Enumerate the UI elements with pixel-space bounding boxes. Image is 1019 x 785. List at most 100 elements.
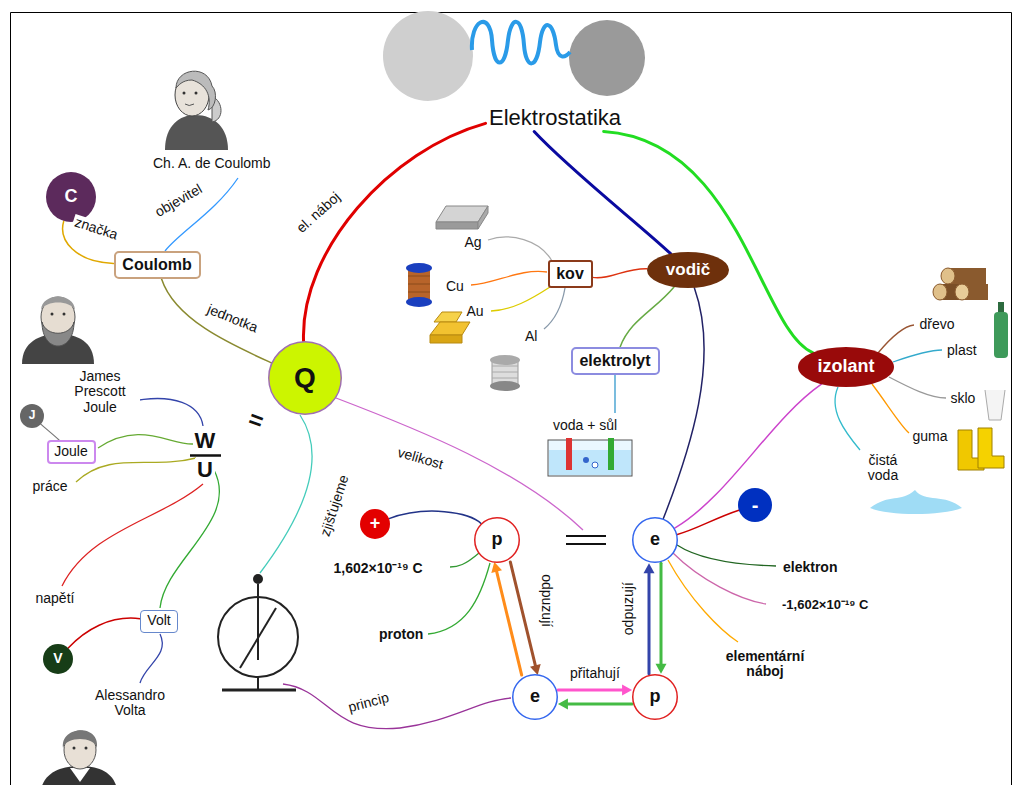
copper-coil — [406, 297, 432, 307]
node-text: Elektrostatika — [489, 106, 621, 130]
conductor-ellipse: vodič — [647, 252, 729, 288]
edge-label: odpuzují — [620, 580, 635, 637]
joule-portrait — [51, 313, 54, 316]
aluminium-spool — [490, 355, 520, 365]
connector-line — [660, 563, 663, 665]
wood-logs — [933, 268, 988, 300]
material-name: plast — [945, 343, 979, 358]
node-text: vodič — [666, 261, 710, 280]
copper-coil — [408, 268, 430, 302]
connector — [534, 132, 670, 254]
connector — [677, 510, 739, 534]
leader-lines — [428, 563, 490, 634]
electron-circle: e — [632, 517, 678, 563]
person-name: Alessandro Volta — [83, 688, 177, 719]
electrolyte-beaker — [548, 440, 632, 476]
electroscope — [222, 689, 296, 692]
connector-line — [303, 123, 485, 341]
charge-value: 1,602×10⁻¹⁹ C — [332, 561, 425, 576]
leader-lines — [677, 545, 776, 566]
charge-value: -1,602×10⁻¹⁹ C — [780, 598, 870, 612]
material-name: dřevo — [918, 317, 957, 332]
connector-line — [620, 287, 674, 347]
electrolyte-beaker — [549, 450, 631, 475]
volta-portrait — [40, 730, 118, 785]
connector-line — [663, 288, 704, 519]
node-outline — [46, 172, 96, 222]
connector-line — [593, 269, 648, 278]
charge-circle: Q — [268, 341, 342, 415]
electrolyte-beaker — [548, 438, 632, 476]
proton-circle: p — [474, 517, 520, 563]
node-text: p — [492, 530, 503, 550]
arrow-head — [558, 699, 568, 710]
node-text: J — [29, 409, 36, 422]
element-symbol: Cu — [444, 279, 466, 294]
node-outline — [647, 252, 729, 288]
fraction-bar — [190, 455, 221, 456]
leader-lines — [62, 178, 946, 729]
rubber-boots — [958, 428, 1004, 470]
electroscope — [257, 677, 259, 690]
node-text: + — [370, 514, 381, 534]
connector — [41, 424, 59, 440]
gold-bars — [434, 312, 462, 322]
charged-spheres — [383, 11, 473, 101]
leader-lines — [668, 560, 738, 642]
unit-box: Joule — [47, 440, 96, 464]
particle-name: elektron — [781, 560, 839, 575]
charged-spheres — [472, 22, 570, 64]
rubber-boots — [978, 428, 1004, 468]
connector-line — [41, 424, 59, 440]
edge-label: el. náboj — [292, 187, 345, 237]
leader-lines — [491, 287, 550, 311]
link-label: objevitel — [150, 180, 206, 221]
equality-symbol — [566, 536, 606, 544]
edge-label: značka — [71, 213, 122, 243]
title-node: Elektrostatika — [486, 105, 625, 132]
plastic-bottle — [998, 302, 1004, 312]
plastic-bottle — [994, 312, 1008, 358]
aluminium-spool — [492, 366, 518, 378]
connector — [558, 685, 632, 696]
arrow-head — [491, 562, 502, 573]
connector-line — [162, 279, 272, 363]
formula-symbol: W — [193, 429, 218, 453]
node-outline — [633, 518, 678, 563]
water-splash — [870, 490, 962, 514]
plastic-bottle — [994, 302, 1008, 358]
node-text: p — [650, 687, 661, 707]
node-outline — [475, 518, 520, 563]
node-text: izolant — [818, 357, 875, 377]
water-splash — [870, 490, 962, 514]
connector — [491, 562, 521, 675]
unit-box: Coulomb — [114, 251, 201, 279]
node-outline — [360, 509, 390, 539]
silver-bar — [436, 222, 478, 229]
coulomb-portrait — [165, 115, 228, 150]
gold-bars — [430, 322, 470, 335]
electron-circle: e — [512, 674, 558, 720]
electrolyte-beaker — [608, 438, 614, 470]
connector-line — [534, 132, 670, 254]
electroscope — [257, 600, 259, 660]
charged-spheres — [569, 20, 645, 96]
coulomb-portrait — [176, 71, 215, 110]
element-symbol: Al — [523, 329, 539, 344]
unit-symbol-circle: C — [46, 172, 96, 222]
fraction-bar — [190, 454, 221, 457]
node-text: elektrolyt — [579, 352, 650, 370]
leader-lines — [872, 384, 909, 433]
volta-portrait — [73, 747, 76, 750]
person-name: Ch. A. de Coulomb — [151, 156, 273, 171]
node-text: V — [53, 651, 62, 666]
insulator-ellipse: izolant — [798, 347, 894, 387]
unit-box: Volt — [140, 610, 178, 633]
wood-logs — [955, 284, 969, 300]
copper-coil — [408, 276, 430, 292]
arrow-head — [656, 664, 667, 674]
wood-logs — [941, 268, 955, 284]
leader-lines — [283, 684, 511, 729]
connector — [593, 269, 648, 278]
